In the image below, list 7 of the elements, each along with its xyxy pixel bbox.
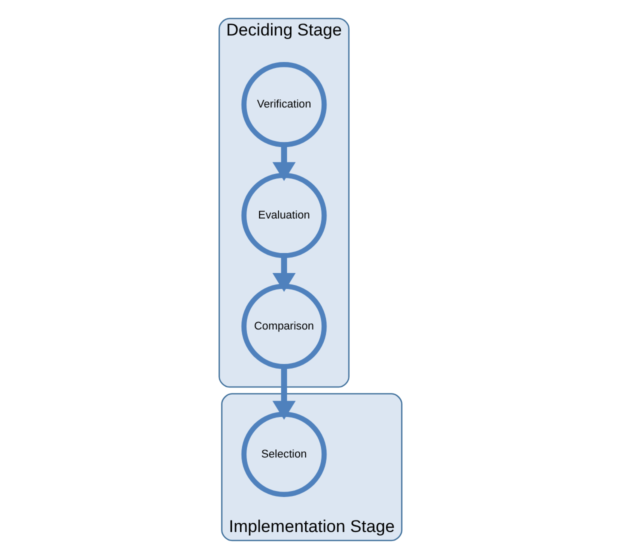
arrow [272,256,296,292]
node-circle: Verification [240,62,326,148]
node-circle: Comparison [240,284,326,370]
node-circle: Evaluation [240,172,326,258]
arrow [272,366,296,420]
node-circle: Selection [240,412,326,497]
arrow [272,144,296,182]
